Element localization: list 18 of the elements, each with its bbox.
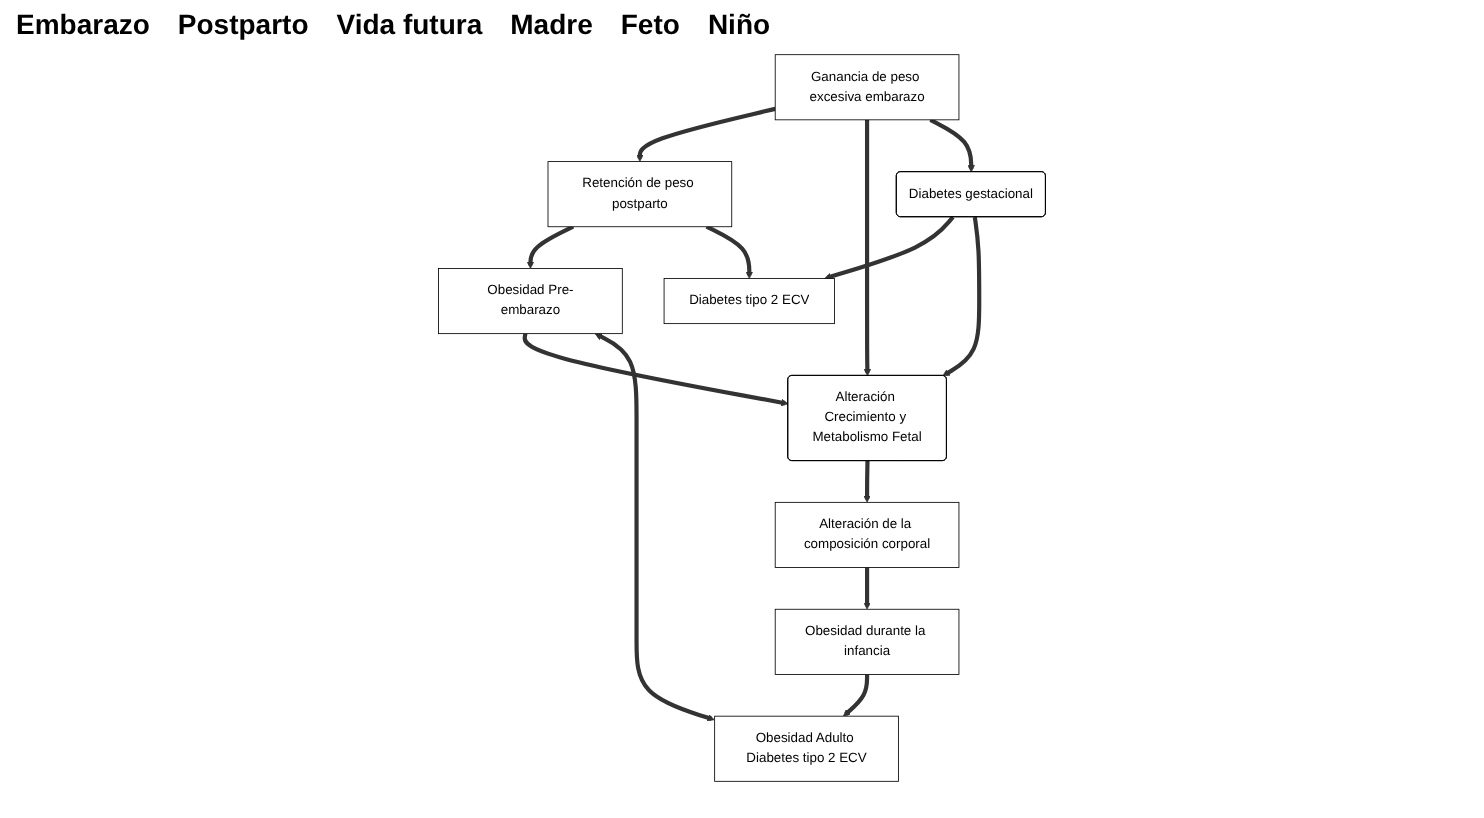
row-column-heading: Madre xyxy=(510,8,593,40)
arrow xyxy=(594,333,715,722)
row-column-heading: Postparto xyxy=(177,8,309,40)
arrow xyxy=(824,215,955,281)
arrow xyxy=(929,117,975,173)
arrow xyxy=(522,333,789,407)
arrow xyxy=(863,460,871,503)
arrow xyxy=(942,216,982,377)
arrow xyxy=(863,119,872,377)
arrow xyxy=(526,224,575,269)
arrow xyxy=(863,567,871,610)
arrow xyxy=(843,674,870,717)
arrow xyxy=(636,106,776,162)
row-column-heading: Niño xyxy=(707,8,771,40)
row-column-heading: Feto xyxy=(620,8,680,40)
arrow xyxy=(705,224,753,279)
row-column-heading: Vida futura xyxy=(336,8,483,40)
row-column-heading: Embarazo xyxy=(16,8,150,40)
